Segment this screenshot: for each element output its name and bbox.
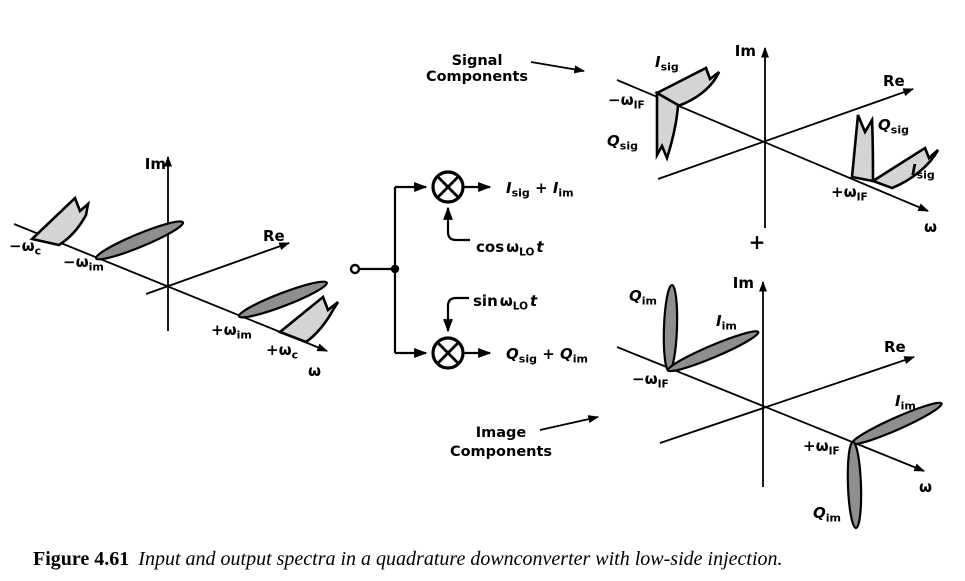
neg-omega-c-label: −ωc	[9, 237, 41, 258]
image-spectrum-ellipse	[666, 330, 760, 373]
signal-components-label-line1: Signal	[452, 53, 503, 69]
input-omega-axis	[13, 223, 329, 352]
input-image-spectrum-neg	[94, 220, 185, 261]
image-omega-axis	[616, 346, 926, 472]
pos-omega-if-label-image: +ωIF	[803, 437, 840, 458]
image-components-label-line1: Image	[476, 425, 527, 441]
q-im-spectrum-neg	[662, 283, 679, 373]
q-sig-spectrum-neg	[655, 90, 680, 162]
i-sig-label-pos: Isig	[911, 161, 935, 182]
signal-re-axis	[657, 88, 915, 180]
figure-caption: Figure 4.61 Input and output spectra in a…	[33, 548, 783, 570]
callout-annotations: Signal Components Image Components +	[426, 53, 765, 460]
input-spectrum-plot: Im Re ω −ωc −ωim +ωim +ωc	[9, 155, 340, 380]
figure-caption-text: Input and output spectra in a quadrature…	[137, 548, 782, 570]
pos-omega-if-label-signal: +ωIF	[831, 183, 868, 204]
input-signal-spectrum-neg	[29, 195, 90, 247]
i-mixer-multiply-icon	[436, 175, 460, 199]
image-components-plot: Im Re ω Qim Iim −ωIF +ωIF Iim Qim	[616, 274, 943, 530]
signal-omega-axis-label: ω	[924, 218, 937, 236]
input-signal-spectrum-pos	[277, 294, 340, 344]
image-spectrum-ellipse	[662, 283, 679, 373]
i-sig-label-neg: Isig	[655, 53, 679, 74]
signal-components-plot: Im Re ω Isig −ωIF Qsig Qsig Isig +ωIF	[607, 42, 940, 236]
signal-re-axis-label: Re	[883, 72, 905, 90]
q-output-label: Qsig + Qim	[506, 345, 588, 366]
neg-omega-im-label: −ωim	[63, 253, 104, 274]
image-re-axis-label: Re	[884, 338, 906, 356]
plus-separator: +	[749, 230, 766, 254]
image-components-arrow	[539, 415, 600, 431]
neg-omega-if-label-image: −ωIF	[632, 370, 669, 391]
i-im-label-neg: Iim	[716, 312, 737, 333]
q-mixer-multiply-icon	[436, 341, 460, 365]
input-terminal-circle	[349, 263, 361, 275]
q-sig-label-neg: Qsig	[607, 132, 638, 153]
q-sig-spectrum-pos	[850, 114, 875, 183]
pos-omega-c-label: +ωc	[266, 341, 298, 362]
input-re-axis-label: Re	[263, 227, 285, 245]
pos-omega-im-label: +ωim	[211, 321, 252, 342]
image-omega-axis-label: ω	[919, 478, 932, 496]
figure-caption-label: Figure 4.61	[33, 548, 129, 570]
i-im-label-pos: Iim	[895, 392, 916, 413]
i-output-label: Isig + Iim	[506, 179, 574, 200]
i-im-spectrum-neg	[666, 330, 760, 373]
input-image-spectrum-pos	[237, 280, 328, 319]
i-sig-spectrum-neg	[654, 66, 721, 108]
q-sig-label-pos: Qsig	[878, 116, 909, 137]
input-omega-axis-label: ω	[308, 362, 321, 380]
image-components-label-line2: Components	[450, 444, 552, 460]
signal-components-label-line2: Components	[426, 69, 528, 85]
signal-im-axis-label: Im	[735, 42, 756, 60]
q-im-label-pos: Qim	[813, 504, 841, 525]
signal-components-arrow	[530, 61, 586, 74]
input-re-axis	[145, 242, 291, 295]
image-spectrum-ellipse	[846, 440, 863, 530]
image-re-axis	[659, 356, 916, 444]
q-im-spectrum-pos	[846, 440, 863, 530]
q-im-label-neg: Qim	[629, 287, 657, 308]
image-spectrum-ellipse	[94, 220, 185, 261]
image-im-axis-label: Im	[733, 274, 754, 292]
input-im-axis-label: Im	[145, 155, 166, 173]
image-spectrum-ellipse	[237, 280, 328, 319]
cos-lo-wire	[443, 206, 470, 242]
neg-omega-if-label-signal: −ωIF	[608, 91, 645, 112]
sin-lo-wire	[443, 296, 469, 333]
i-sig-spectrum-pos	[870, 146, 940, 190]
